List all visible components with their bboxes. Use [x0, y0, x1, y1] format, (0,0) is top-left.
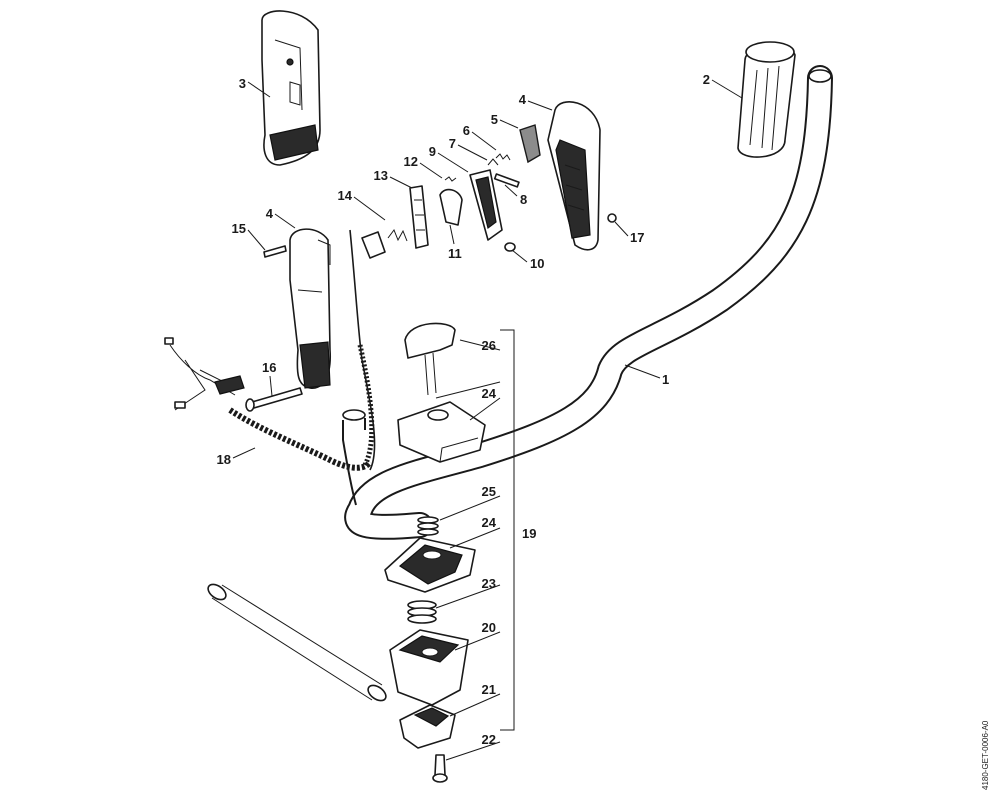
callout-23: 23 [482, 576, 496, 591]
callout-11: 11 [448, 246, 462, 261]
callout-9: 9 [429, 144, 436, 159]
tube-end-top [808, 69, 832, 83]
callout-18: 18 [217, 452, 231, 467]
part-5-latch [519, 124, 541, 164]
part-24-clamp-body-lower [384, 537, 476, 593]
housing-half-right [547, 101, 601, 251]
part-21-clamp-plate [399, 704, 456, 749]
tube-end-left [342, 409, 366, 421]
part-25-spring [417, 516, 439, 536]
callout-6: 6 [463, 123, 470, 138]
callout-1: 1 [662, 372, 669, 387]
part-16-long-screw [245, 387, 303, 412]
callout-19: 19 [522, 526, 536, 541]
part-15-screw [263, 245, 287, 258]
part-24-clamp-cap-upper [397, 401, 486, 463]
part-7-pin [487, 158, 499, 166]
callout-2: 2 [703, 72, 710, 87]
part-17-nut [607, 213, 617, 223]
callout-21: 21 [482, 682, 496, 697]
callout-10: 10 [530, 256, 544, 271]
throttle-cable [349, 229, 386, 471]
leader-lines [232, 79, 743, 761]
callout-20: 20 [482, 620, 496, 635]
part-22-bolt [432, 754, 448, 783]
callout-17: 17 [630, 230, 644, 245]
callout-8: 8 [520, 192, 527, 207]
part-23-spring [407, 600, 437, 624]
callout-4-left: 4 [266, 206, 274, 221]
drawing-number: 4180-GET-0006-A0 [981, 720, 990, 790]
callout-5: 5 [491, 112, 498, 127]
control-handle-housing-top [261, 10, 321, 166]
part-10-washer [504, 242, 516, 252]
callout-22: 22 [482, 732, 496, 747]
drive-tube [207, 583, 387, 702]
callout-7: 7 [449, 136, 456, 151]
part-8-shaft [493, 173, 520, 188]
callout-4-right: 4 [519, 92, 527, 107]
part-9-lever [469, 169, 503, 241]
wiring-harness [164, 337, 373, 471]
part-26-wing-screw [404, 322, 456, 396]
callout-12: 12 [404, 154, 418, 169]
part-20-clamp-housing [389, 629, 469, 706]
callout-25: 25 [482, 484, 496, 499]
part-13-slide [409, 185, 429, 249]
callout-24-upper: 24 [482, 386, 497, 401]
callout-15: 15 [232, 221, 246, 236]
handlebar-tube [342, 65, 833, 540]
housing-assembled-left [289, 228, 331, 389]
right-grip [737, 41, 796, 158]
callout-3: 3 [239, 76, 246, 91]
part-14-spring [387, 228, 408, 242]
part-6-spring [495, 153, 511, 161]
callout-16: 16 [262, 360, 276, 375]
callout-26: 26 [482, 338, 496, 353]
callout-14: 14 [338, 188, 353, 203]
group-bracket-19 [500, 329, 515, 731]
part-12-spring [444, 176, 457, 182]
callout-13: 13 [374, 168, 388, 183]
callout-24-lower: 24 [482, 515, 497, 530]
part-11-trigger [439, 188, 463, 226]
